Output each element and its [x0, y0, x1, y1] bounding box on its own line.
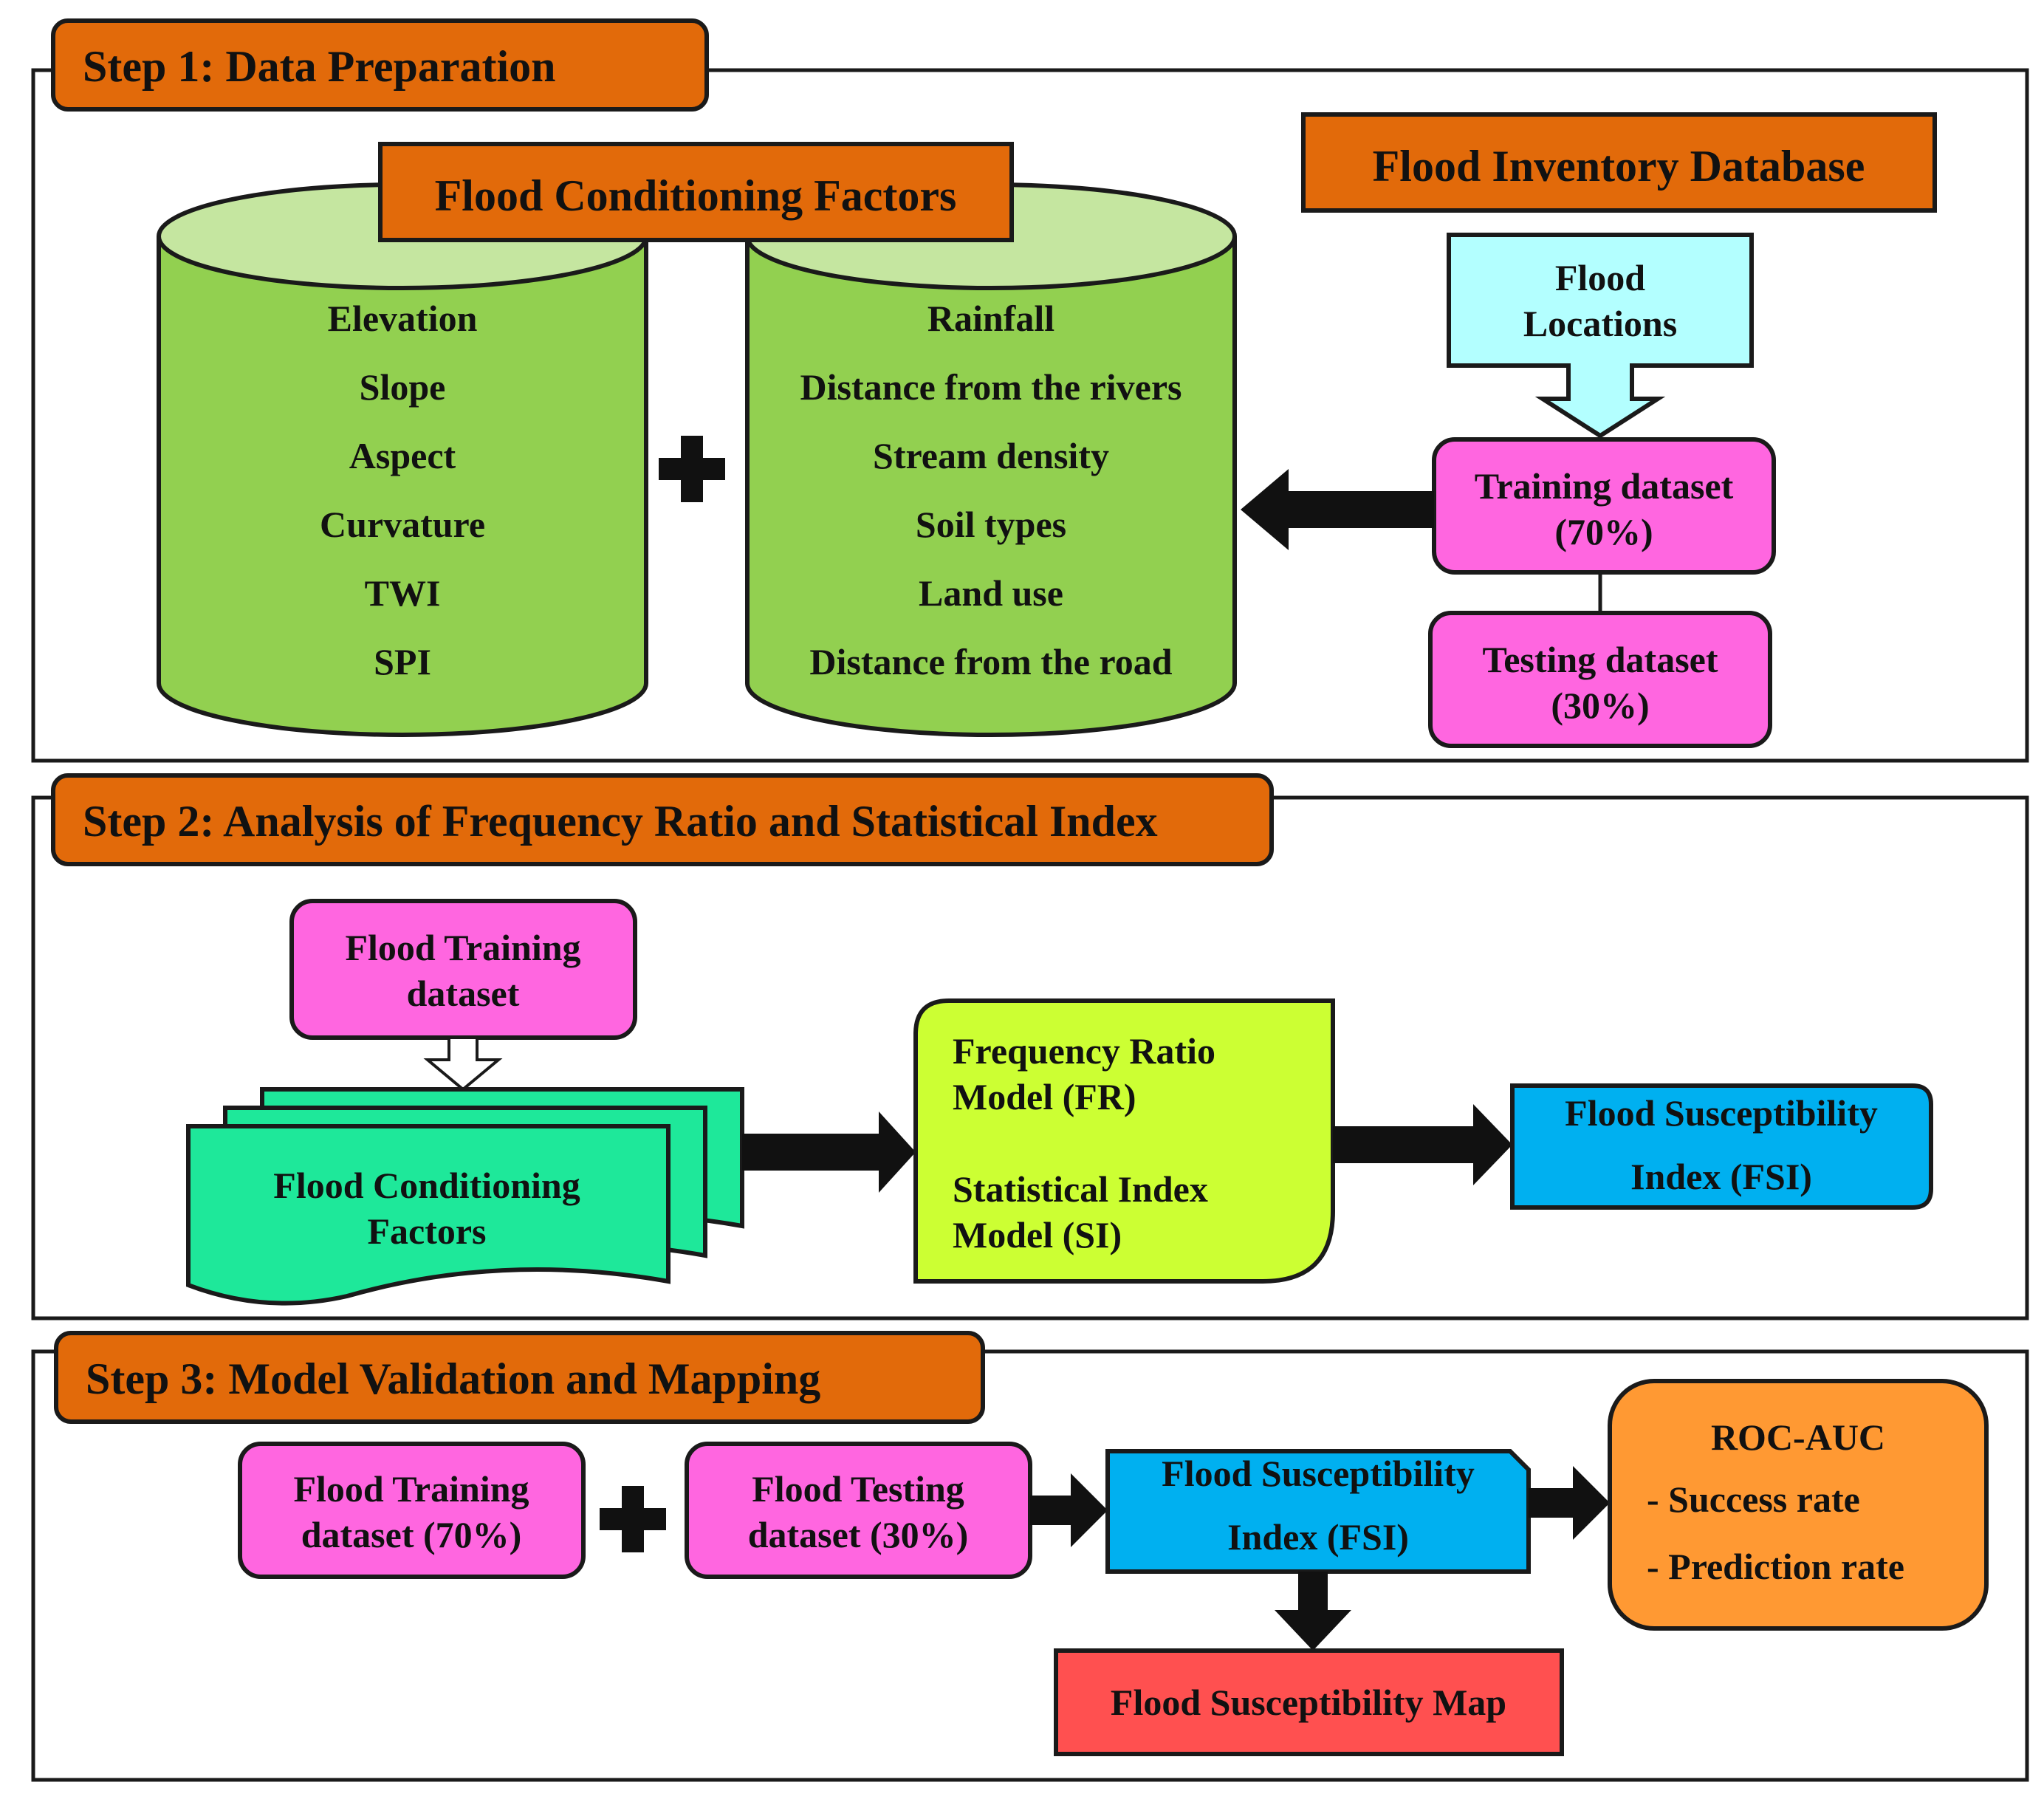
step3-testing-label-1: Flood Testing	[752, 1468, 964, 1510]
step2-fsi-box	[1510, 1083, 1933, 1210]
training-to-factors-down-arrow	[423, 1036, 503, 1092]
factor-distance-road: Distance from the road	[809, 641, 1172, 682]
factor-spi: SPI	[374, 641, 431, 682]
roc-prediction-rate: - Prediction rate	[1647, 1546, 1904, 1587]
step3-panel	[31, 1349, 2029, 1782]
flood-locations-callout	[1447, 233, 1754, 439]
model-si-label-2: Model (SI)	[953, 1214, 1122, 1255]
step3-fsi-box	[1105, 1449, 1531, 1574]
flood-locations-label-1: Flood	[1555, 257, 1645, 298]
factors-to-models-arrow	[742, 1111, 916, 1193]
datasets-to-fsi-arrow	[1030, 1473, 1108, 1547]
training-dataset-label: Training dataset	[1475, 465, 1734, 507]
step2-factors-stack	[186, 1087, 744, 1306]
step1-header-box	[51, 18, 709, 112]
factor-curvature: Curvature	[320, 504, 485, 545]
roc-success-rate: - Success rate	[1647, 1479, 1860, 1520]
factor-stream-density: Stream density	[873, 435, 1109, 476]
step3-header-box	[54, 1331, 985, 1424]
factor-distance-rivers: Distance from the rivers	[800, 366, 1182, 408]
model-si-label-1: Statistical Index	[953, 1168, 1208, 1210]
susceptibility-map-label: Flood Susceptibility Map	[1111, 1682, 1506, 1723]
fsi-to-roc-arrow	[1529, 1466, 1610, 1540]
step3-training-label-2: dataset (70%)	[301, 1514, 522, 1555]
testing-dataset-box	[1428, 611, 1772, 748]
model-fr-label-2: Model (FR)	[953, 1076, 1136, 1117]
step3-fsi-label-1: Flood Susceptibility	[1162, 1453, 1475, 1494]
step3-testing-box	[685, 1442, 1032, 1579]
step1-panel	[31, 68, 2029, 763]
step2-fsi-label-1: Flood Susceptibility	[1565, 1092, 1878, 1134]
step2-factors-label-2: Factors	[367, 1210, 486, 1252]
roc-auc-title: ROC-AUC	[1711, 1416, 1885, 1458]
factor-slope: Slope	[360, 366, 446, 408]
step3-testing-label-2: dataset (30%)	[748, 1514, 969, 1555]
testing-dataset-percent: (30%)	[1551, 685, 1649, 726]
step2-training-label-2: dataset	[407, 973, 520, 1014]
factor-aspect: Aspect	[349, 435, 456, 476]
fsi-to-map-arrow	[1275, 1572, 1351, 1651]
step2-training-label-1: Flood Training	[345, 927, 580, 968]
step3-fsi-label-2: Index (FSI)	[1227, 1516, 1409, 1558]
roc-auc-box	[1608, 1379, 1989, 1631]
plus-icon	[659, 436, 725, 502]
training-dataset-percent: (70%)	[1554, 511, 1653, 552]
inventory-title-box	[1301, 112, 1937, 213]
step2-fsi-label-2: Index (FSI)	[1630, 1156, 1812, 1197]
susceptibility-map-box	[1054, 1648, 1564, 1756]
step2-factors-label-1: Flood Conditioning	[273, 1165, 580, 1206]
step2-header-box	[51, 773, 1274, 866]
factor-soil-types: Soil types	[916, 504, 1066, 545]
factors-title-box	[378, 142, 1014, 242]
factors-title: Flood Conditioning Factors	[435, 171, 957, 220]
step3-header: Step 3: Model Validation and Mapping	[86, 1354, 820, 1403]
testing-dataset-label: Testing dataset	[1482, 639, 1718, 680]
models-to-fsi-arrow	[1333, 1104, 1512, 1185]
model-fr-label-1: Frequency Ratio	[953, 1030, 1215, 1072]
factor-land-use: Land use	[919, 572, 1063, 614]
step2-training-box	[289, 899, 637, 1040]
step1-header: Step 1: Data Preparation	[83, 42, 556, 91]
inventory-title: Flood Inventory Database	[1373, 142, 1865, 191]
step2-header: Step 2: Analysis of Frequency Ratio and …	[83, 797, 1158, 846]
step3-training-label-1: Flood Training	[293, 1468, 529, 1510]
factor-rainfall: Rainfall	[927, 298, 1054, 339]
flood-locations-label-2: Locations	[1523, 303, 1677, 344]
models-box	[913, 998, 1335, 1284]
factor-elevation: Elevation	[328, 298, 478, 339]
factor-twi: TWI	[365, 572, 441, 614]
step3-training-box	[238, 1442, 586, 1579]
training-to-factors-arrow	[1241, 469, 1434, 550]
step3-plus-icon	[600, 1486, 666, 1552]
